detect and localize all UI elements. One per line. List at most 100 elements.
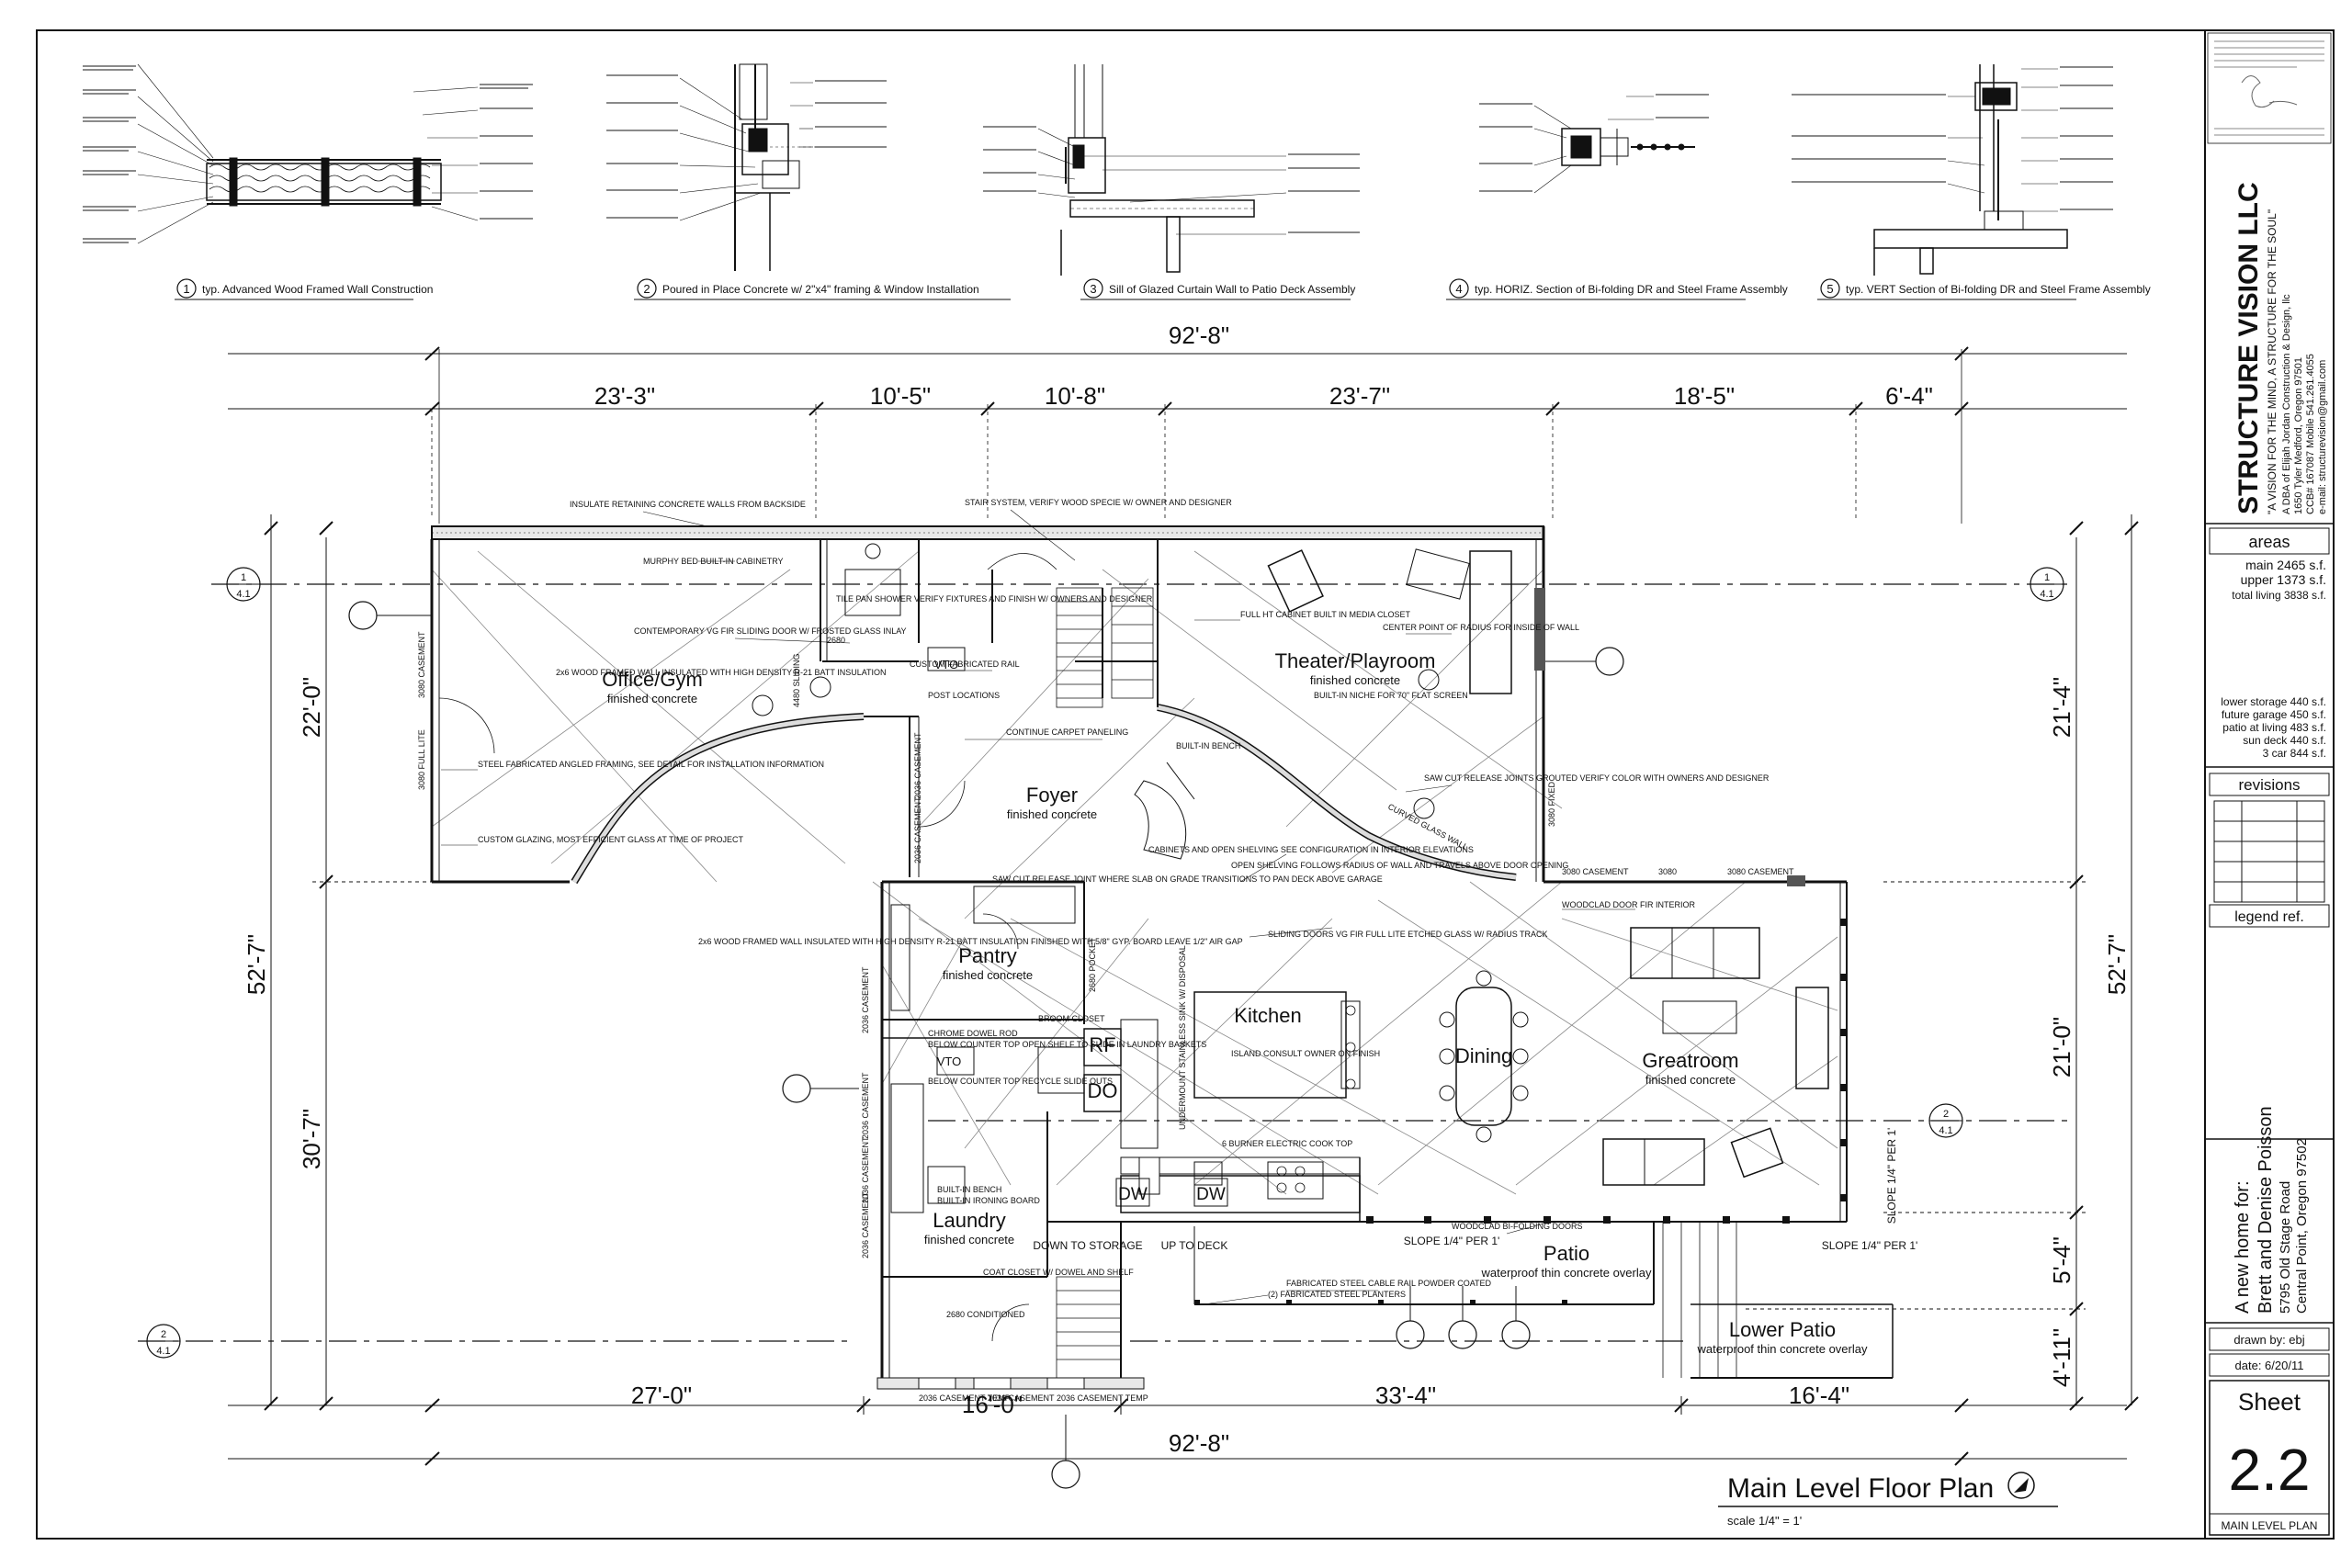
- svg-text:legend ref.: legend ref.: [2234, 909, 2304, 925]
- room-lower-patio: Lower Patio: [1729, 1318, 1836, 1341]
- svg-text:areas: areas: [2248, 533, 2290, 551]
- svg-text:A new home for:: A new home for:: [2233, 1180, 2253, 1314]
- dimension-lines: [228, 346, 2139, 1466]
- detail-5-title: 5 typ. VERT Section of Bi-folding DR and…: [1817, 278, 2151, 300]
- svg-text:3080 CASEMENT: 3080 CASEMENT: [1562, 867, 1629, 876]
- svg-text:3080 CASEMENT: 3080 CASEMENT: [417, 631, 426, 698]
- svg-text:3080 CASEMENT: 3080 CASEMENT: [1727, 867, 1794, 876]
- svg-text:4.1: 4.1: [156, 1346, 170, 1357]
- dim-right-4: 4'-11": [2048, 1328, 2075, 1387]
- detail-4-drawing: [1533, 96, 1695, 194]
- svg-text:lower storage 440 s.f.: lower storage 440 s.f.: [2221, 695, 2326, 708]
- svg-text:SAW CUT RELEASE JOINT WHERE SL: SAW CUT RELEASE JOINT WHERE SLAB ON GRAD…: [992, 874, 1383, 884]
- dim-top-5: 18'-5": [1674, 382, 1735, 410]
- svg-text:3080: 3080: [1658, 867, 1677, 876]
- svg-text:Sill of Glazed Curtain Wall to: Sill of Glazed Curtain Wall to Patio Dec…: [1109, 283, 1355, 296]
- project-block: A new home for: Brett and Denise Poisson…: [2233, 1106, 2310, 1314]
- room-kitchen: Kitchen: [1234, 1004, 1301, 1027]
- drawn-by-block: drawn by: ebj date: 6/20/11: [2209, 1327, 2330, 1377]
- svg-text:CONTINUE CARPET PANELING: CONTINUE CARPET PANELING: [1006, 728, 1128, 737]
- sheet-name: MAIN LEVEL PLAN: [2222, 1519, 2318, 1532]
- room-foyer-finish: finished concrete: [1007, 807, 1097, 821]
- detail-titles: 1 typ. Advanced Wood Framed Wall Constru…: [175, 278, 2151, 300]
- svg-text:1: 1: [2044, 572, 2050, 583]
- room-patio: Patio: [1544, 1242, 1589, 1265]
- window-tags: 3080 CASEMENT 3080 3080 CASEMENT 2036 CA…: [417, 631, 1794, 1403]
- svg-text:2036 CASEMENT: 2036 CASEMENT: [988, 1393, 1055, 1403]
- svg-text:2680: 2680: [827, 636, 845, 645]
- svg-text:Sheet: Sheet: [2238, 1388, 2301, 1416]
- svg-text:CHROME DOWEL ROD: CHROME DOWEL ROD: [928, 1029, 1018, 1038]
- dim-bottom-1: 27'-0": [631, 1382, 692, 1409]
- svg-text:WOODCLAD DOOR FIR INTERIOR: WOODCLAD DOOR FIR INTERIOR: [1562, 900, 1696, 909]
- section-markers: [138, 567, 2067, 1489]
- svg-text:BUILT-IN IRONING BOARD: BUILT-IN IRONING BOARD: [937, 1196, 1040, 1205]
- detail-1-title: 1 typ. Advanced Wood Framed Wall Constru…: [175, 278, 433, 300]
- label-slope-3: SLOPE 1/4" PER 1': [1885, 1128, 1898, 1224]
- overall-dim-top: 92'-8": [1169, 321, 1229, 349]
- fixture-vto-bath: VTO: [934, 658, 959, 671]
- room-pantry: Pantry: [958, 944, 1017, 967]
- label-down-to-storage: DOWN TO STORAGE: [1033, 1239, 1142, 1252]
- svg-text:total living 3838 s.f.: total living 3838 s.f.: [2232, 589, 2326, 602]
- company-block: STRUCTURE VISION LLC "A VISION FOR THE M…: [2233, 182, 2328, 514]
- room-dining: Dining: [1455, 1044, 1512, 1067]
- room-lower-patio-finish: waterproof thin concrete overlay: [1697, 1342, 1868, 1356]
- plan-title-block: Main Level Floor Plan scale 1/4" = 1': [1718, 1472, 2058, 1528]
- svg-text:(2) FABRICATED STEEL PLANTERS: (2) FABRICATED STEEL PLANTERS: [1268, 1290, 1406, 1299]
- svg-text:2036 CASEMENT: 2036 CASEMENT: [861, 966, 870, 1033]
- company-address: 1650 Tyler Medford, Oregon 97501: [2293, 357, 2304, 514]
- room-patio-finish: waterproof thin concrete overlay: [1481, 1266, 1652, 1280]
- dim-top-3: 10'-8": [1045, 382, 1105, 410]
- svg-text:CONTEMPORARY VG FIR SLIDING DO: CONTEMPORARY VG FIR SLIDING DOOR W/ FROS…: [634, 626, 907, 636]
- svg-text:INSULATE RETAINING CONCRETE WA: INSULATE RETAINING CONCRETE WALLS FROM B…: [570, 500, 806, 509]
- dim-right-2: 21'-0": [2048, 1017, 2075, 1077]
- fixture-vto-laundry: VTO: [937, 1055, 962, 1068]
- svg-text:4: 4: [1455, 282, 1462, 296]
- room-office: Office/Gym: [602, 668, 703, 691]
- room-laundry-finish: finished concrete: [924, 1233, 1014, 1247]
- dim-right-1: 21'-4": [2048, 677, 2075, 738]
- room-office-finish: finished concrete: [607, 692, 697, 705]
- svg-text:FABRICATED STEEL CABLE RAIL PO: FABRICATED STEEL CABLE RAIL POWDER COATE…: [1286, 1279, 1492, 1288]
- dim-top-6: 6'-4": [1885, 382, 1933, 410]
- svg-text:2: 2: [643, 282, 650, 296]
- plan-scale: scale 1/4" = 1': [1727, 1514, 1802, 1528]
- svg-text:3080 FULL LITE: 3080 FULL LITE: [417, 729, 426, 790]
- floor-plan: Office/Gym finished concrete Foyer finis…: [417, 498, 1917, 1403]
- svg-text:3 car 844 s.f.: 3 car 844 s.f.: [2263, 747, 2326, 760]
- label-slope-2: SLOPE 1/4" PER 1': [1822, 1239, 1918, 1252]
- svg-text:CUSTOM GLAZING, MOST EFFICIENT: CUSTOM GLAZING, MOST EFFICIENT GLASS AT …: [478, 835, 744, 844]
- room-theater-finish: finished concrete: [1310, 673, 1400, 687]
- svg-text:1: 1: [241, 572, 246, 583]
- dim-left-total: 52'-7": [243, 934, 270, 995]
- walls: [430, 525, 1894, 1390]
- section-mark-right-1: [2030, 567, 2064, 602]
- svg-text:BUILT-IN BENCH: BUILT-IN BENCH: [937, 1185, 1001, 1194]
- section-mark-left-1: [226, 567, 261, 602]
- svg-text:OPEN SHELVING FOLLOWS RADIUS O: OPEN SHELVING FOLLOWS RADIUS OF WALL AND…: [1231, 861, 1568, 870]
- sheet-number-block: Sheet 2.2 MAIN LEVEL PLAN: [2209, 1380, 2330, 1536]
- label-slope-1: SLOPE 1/4" PER 1': [1404, 1235, 1500, 1247]
- title-block: STRUCTURE VISION LLC "A VISION FOR THE M…: [2204, 29, 2335, 1540]
- revisions-block: revisions: [2209, 773, 2330, 903]
- section-mark-right-2: [1928, 1103, 1963, 1138]
- dim-bottom-3: 33'-4": [1375, 1382, 1436, 1409]
- svg-text:BELOW COUNTER TOP OPEN SHELF T: BELOW COUNTER TOP OPEN SHELF TO SLIDE IN…: [928, 1040, 1206, 1049]
- svg-text:COAT CLOSET W/ DOWEL AND SHELF: COAT CLOSET W/ DOWEL AND SHELF: [983, 1268, 1134, 1277]
- svg-text:2680 CONDITIONED: 2680 CONDITIONED: [946, 1310, 1025, 1319]
- svg-text:TILE PAN SHOWER VERIFY FIXTURE: TILE PAN SHOWER VERIFY FIXTURES AND FINI…: [836, 594, 1153, 604]
- svg-text:ISLAND CONSULT OWNER ON FINISH: ISLAND CONSULT OWNER ON FINISH: [1231, 1049, 1380, 1058]
- smoke-detectors: [752, 669, 1440, 819]
- svg-text:SLIDING DOORS VG FIR FULL LITE: SLIDING DOORS VG FIR FULL LITE ETCHED GL…: [1268, 930, 1548, 939]
- company-tagline: "A VISION FOR THE MIND, A STRUCTURE FOR …: [2266, 209, 2278, 514]
- svg-text:BUILT-IN NICHE FOR 70" FLAT SC: BUILT-IN NICHE FOR 70" FLAT SCREEN: [1314, 691, 1468, 700]
- north-arrow-icon: [2007, 1472, 2035, 1499]
- room-greatroom: Greatroom: [1642, 1049, 1738, 1072]
- svg-text:1: 1: [183, 282, 189, 296]
- svg-text:POST LOCATIONS: POST LOCATIONS: [928, 691, 1000, 700]
- detail-strip: [83, 63, 2113, 276]
- fixture-double-oven: DO: [1088, 1079, 1118, 1102]
- dim-top-4: 23'-7": [1329, 382, 1390, 410]
- svg-text:Brett and Denise Poisson: Brett and Denise Poisson: [2256, 1106, 2276, 1314]
